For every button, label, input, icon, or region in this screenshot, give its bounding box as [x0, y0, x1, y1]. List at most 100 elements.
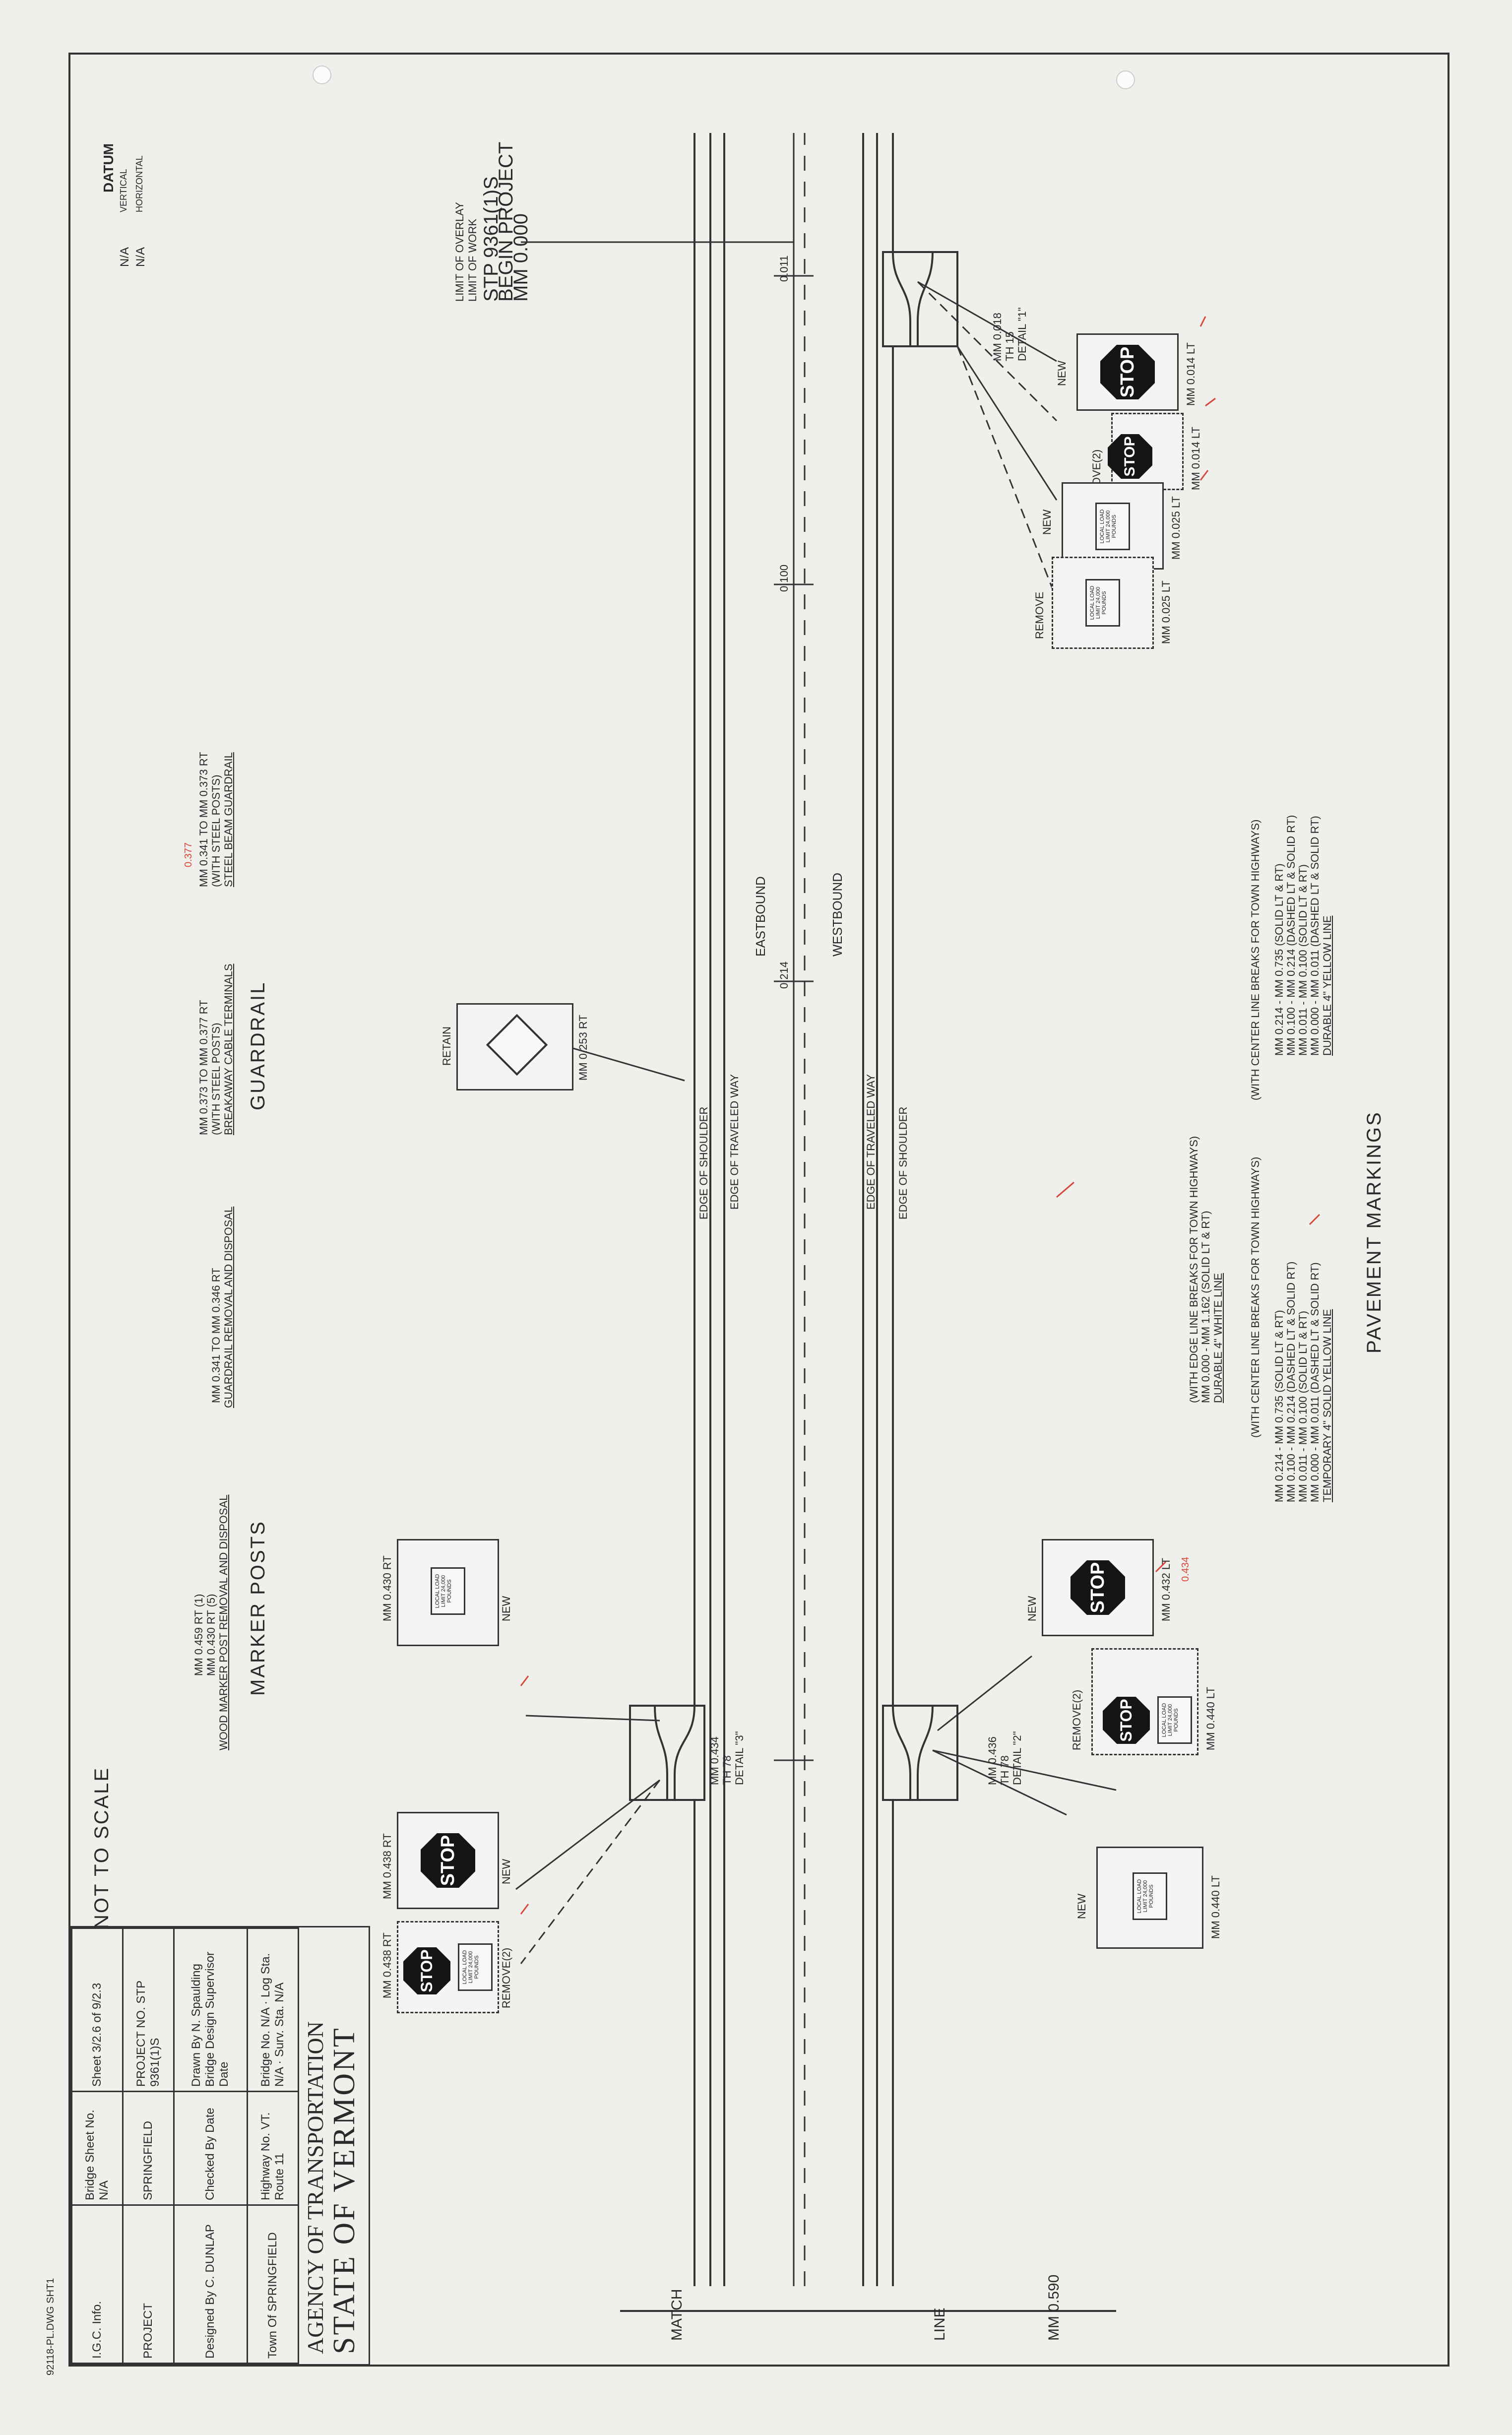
tb-bridge-no: N/A	[259, 2008, 273, 2028]
sign7-mm: MM 0.440 LT	[1204, 1687, 1217, 1750]
stop-sign-icon: STOP	[421, 1833, 475, 1888]
sign8-status: NEW	[1075, 1893, 1088, 1919]
sign-weight-remove-4: LOCAL LOAD LIMIT 24,000 POUNDS	[1052, 557, 1154, 649]
line-label: LINE	[932, 2307, 948, 2341]
sign5-status: RETAIN	[441, 1026, 453, 1066]
sign-stop-remove-11: STOP LOCAL LOAD LIMIT 24,000 POUNDS	[397, 1921, 499, 2013]
tb-lgc-label: I.G.C. Info.	[90, 2301, 104, 2359]
tb-surv-sta: N/A	[273, 1982, 287, 2002]
weight-limit-plaque: LOCAL LOAD LIMIT 24,000 POUNDS	[458, 1943, 493, 1991]
tb-project: SPRINGFIELD	[141, 2120, 155, 2200]
weight-limit-plaque: LOCAL LOAD LIMIT 24,000 POUNDS	[431, 1567, 465, 1615]
station-0-100: 0.100	[778, 564, 790, 592]
tb-bridge-sheet-label: Bridge Sheet No.	[83, 2110, 97, 2200]
detail3-th: TH 78	[721, 1755, 733, 1785]
weight-limit-plaque: LOCAL LOAD LIMIT 24,000 POUNDS	[1133, 1872, 1167, 1920]
datum-vertical-value: N/A	[118, 247, 131, 267]
match-line-mm: MM 0.590	[1046, 2274, 1062, 2341]
marker-posts-title: MARKER POSTS	[247, 1520, 269, 1696]
sign6-mm: MM 0.432 LT	[1160, 1558, 1172, 1621]
yellow-line-title: DURABLE 4" YELLOW LINE	[1321, 915, 1333, 1056]
datum-vertical-label: VERTICAL	[119, 169, 128, 212]
detail1-mm: MM 0.018	[991, 313, 1004, 361]
sign-stop-remove-2: STOP	[1111, 413, 1184, 490]
weight-limit-plaque: LOCAL LOAD LIMIT 24,000 POUNDS	[1085, 579, 1120, 627]
match-label: MATCH	[669, 2289, 685, 2341]
guardrail-item1-hand: 0.377	[183, 842, 194, 867]
tb-log-sta: N/A	[273, 2067, 287, 2087]
title-block-table: I.G.C. Info. Bridge Sheet No. N/A Sheet …	[71, 1927, 299, 2364]
state-of-vermont: STATE OF VERMONT	[327, 2026, 361, 2354]
marker-posts-item: WOOD MARKER POST REMOVAL AND DISPOSAL	[217, 1494, 230, 1750]
guardrail-item2-range: MM 0.373 TO MM 0.377 RT	[197, 1000, 210, 1135]
detail2-title: DETAIL "2"	[1011, 1731, 1023, 1785]
tb-highway-label: Highway No.	[259, 2132, 273, 2200]
eastbound-label: EASTBOUND	[753, 876, 768, 957]
border-frame	[68, 53, 1449, 2367]
station-0-011: 0.011	[778, 255, 790, 282]
guardrail-item3-title: GUARDRAIL REMOVAL AND DISPOSAL	[222, 1206, 235, 1408]
detail3-mm: MM 0.434	[708, 1736, 721, 1785]
stop-sign-icon: STOP	[1100, 345, 1155, 399]
title-block: STATE OF VERMONT AGENCY OF TRANSPORTATIO…	[69, 1926, 370, 2366]
yellow-line-2: MM 0.011 - MM 0.100 (SOLID LT & RT)	[1297, 864, 1309, 1056]
tb-designed-label: Designed By	[203, 2291, 217, 2359]
white-line-1: MM 0.000 - MM 1.162 (SOLID LT & RT)	[1199, 1211, 1212, 1403]
detail2-th: TH 78	[999, 1755, 1011, 1785]
tb-surv-sta-label: Surv. Sta.	[273, 2005, 287, 2057]
tb-town-label: Town Of	[266, 2314, 280, 2359]
yellow-line-3: MM 0.100 - MM 0.214 (DASHED LT & SOLID R…	[1285, 815, 1297, 1056]
tb-drawn: N. Spaulding	[189, 1964, 203, 2032]
guardrail-item3-range: MM 0.341 TO MM 0.346 RT	[210, 1268, 222, 1403]
sign-stop-new-1: STOP	[1076, 333, 1179, 411]
weight-limit-plaque: LOCAL LOAD LIMIT 24,000 POUNDS	[1095, 503, 1130, 550]
yellow-line-1: MM 0.000 - MM 0.011 (DASHED LT & SOLID R…	[1309, 816, 1321, 1056]
edge-of-traveled-way-top: EDGE OF TRAVELED WAY	[865, 1074, 877, 1210]
tb-sheet: 3/2.6 of 9/2.3	[90, 1983, 104, 2052]
sign-weight-new-9: LOCAL LOAD LIMIT 24,000 POUNDS	[397, 1539, 499, 1646]
punch-hole	[313, 65, 331, 84]
station-0-214: 0.214	[778, 961, 790, 989]
yellow-line-4: MM 0.214 - MM 0.735 (SOLID LT & RT)	[1273, 863, 1285, 1056]
detail1-title: DETAIL "1"	[1016, 307, 1028, 361]
guardrail-item1-posts: (WITH STEEL POSTS)	[210, 774, 222, 887]
guardrail-item1-range: MM 0.341 TO MM 0.373 RT	[197, 752, 210, 887]
sign10-mm: MM 0.438 RT	[381, 1833, 393, 1899]
file-label: 92118-PL.DWG SHT1	[45, 2278, 56, 2375]
sign3-mm: MM 0.025 LT	[1170, 496, 1182, 560]
sign6-mm-hand: 0.434	[1180, 1556, 1191, 1582]
guardrail-item2-title: BREAKAWAY CABLE TERMINALS	[222, 963, 235, 1135]
white-line-2: (WITH EDGE LINE BREAKS FOR TOWN HIGHWAYS…	[1188, 1136, 1200, 1403]
edge-of-traveled-way-bottom: EDGE OF TRAVELED WAY	[728, 1074, 741, 1210]
tb-supervisor-label: Bridge Design Supervisor	[203, 1952, 217, 2087]
tb-bridge-sheet: N/A	[97, 2180, 111, 2200]
sign4-status: REMOVE	[1033, 591, 1046, 639]
sign4-mm: MM 0.025 LT	[1160, 580, 1172, 644]
temp-line-4: MM 0.214 - MM 0.735 (SOLID LT & RT)	[1273, 1310, 1285, 1502]
detail1-th: TH 15	[1004, 331, 1016, 361]
temp-line-title: TEMPORARY 4" SOLID YELLOW LINE	[1321, 1309, 1333, 1502]
sign1-status: NEW	[1056, 360, 1068, 386]
not-to-scale: NOT TO SCALE	[91, 1766, 113, 1929]
stop-sign-icon: STOP	[1071, 1560, 1125, 1615]
sign7-status: REMOVE(2)	[1071, 1689, 1083, 1750]
sign9-status: NEW	[500, 1596, 512, 1621]
warning-diamond-icon	[486, 1014, 548, 1076]
begin-project-number: STP 9361(1)S	[480, 176, 502, 302]
weight-limit-plaque: LOCAL LOAD LIMIT 24,000 POUNDS	[1157, 1696, 1192, 1744]
stop-sign-icon: STOP	[1103, 1697, 1150, 1744]
sign9-mm: MM 0.430 RT	[381, 1555, 393, 1621]
tb-drawn-label: Drawn By	[189, 2035, 203, 2087]
datum-horizontal-value: N/A	[134, 247, 147, 267]
sign5-mm: MM 0.253 RT	[577, 1015, 589, 1081]
tb-checked-label: Checked By	[203, 2136, 217, 2200]
tb-date2-label: Date	[217, 2061, 231, 2087]
guardrail-item1-title: STEEL BEAM GUARDRAIL	[222, 752, 235, 887]
tb-sheet-label: Sheet	[90, 2055, 104, 2087]
temp-line-note: (WITH CENTER LINE BREAKS FOR TOWN HIGHWA…	[1249, 1156, 1261, 1438]
sign6-status: NEW	[1026, 1596, 1038, 1621]
guardrail-item2-posts: (WITH STEEL POSTS)	[210, 1023, 222, 1135]
tb-town: SPRINGFIELD	[266, 2232, 280, 2312]
sign-retain-5	[456, 1003, 573, 1090]
